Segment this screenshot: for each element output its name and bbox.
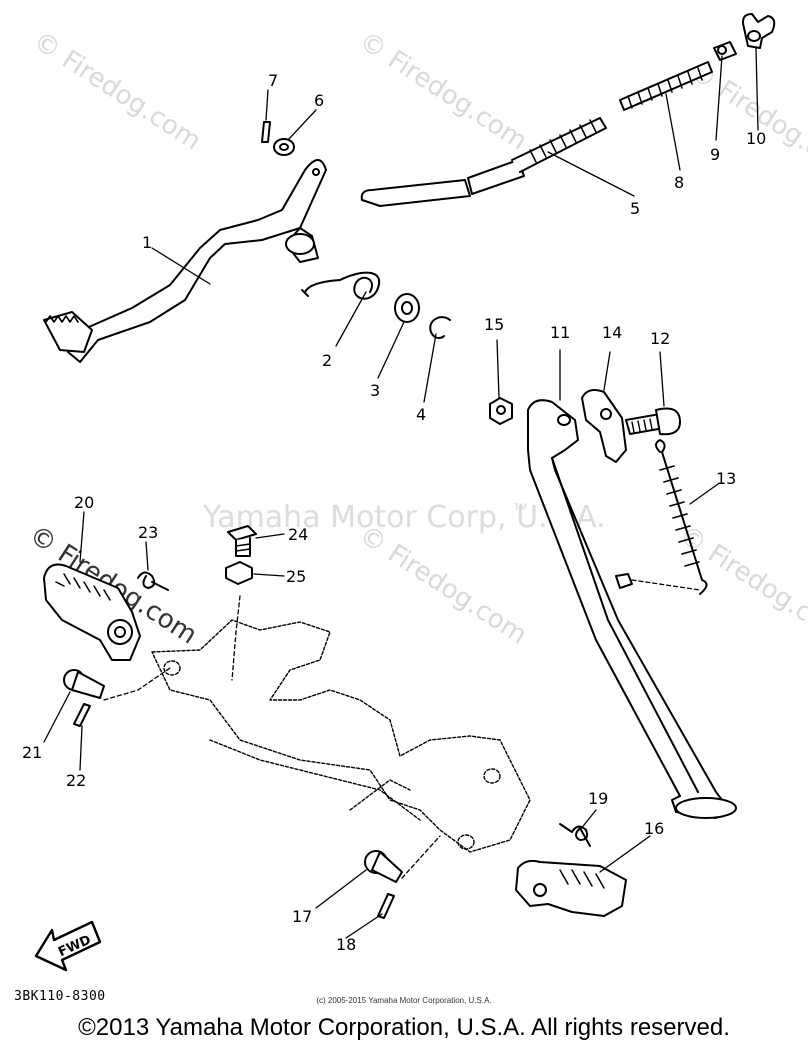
part-25-nut (225, 561, 253, 585)
callout-17: 17 (292, 907, 312, 926)
callout-6: 6 (314, 91, 324, 110)
callout-11: 11 (550, 323, 570, 342)
part-22-cotter-pin (73, 703, 91, 727)
part-17-footrest-pin (364, 850, 403, 883)
leader-lines (43, 47, 759, 939)
callout-13: 13 (716, 469, 736, 488)
part-15-nut (489, 397, 513, 425)
part-12-bolt (625, 407, 681, 436)
callout-8: 8 (674, 173, 684, 192)
callout-23: 23 (138, 523, 158, 542)
part-5-brake-rod (360, 117, 607, 207)
callout-14: 14 (602, 323, 622, 342)
part-13-stand-spring (655, 439, 708, 595)
part-2-return-spring (301, 271, 381, 300)
watermark-tm: TM (514, 502, 527, 512)
part-9-joint (713, 41, 737, 61)
callout-19: 19 (588, 789, 608, 808)
callout-25: 25 (286, 567, 306, 586)
part-16-footrest (515, 859, 627, 917)
callout-3: 3 (370, 381, 380, 400)
diagram-part-number: 3BK110-8300 (14, 989, 106, 1004)
callout-2: 2 (322, 351, 332, 370)
part-3-washer (394, 293, 420, 323)
copyright-notice: ©2013 Yamaha Motor Corporation, U.S.A. A… (78, 1014, 730, 1041)
callout-5: 5 (630, 199, 640, 218)
callout-15: 15 (484, 315, 504, 334)
small-copyright: (c) 2005-2015 Yamaha Motor Corporation, … (316, 996, 492, 1005)
callout-10: 10 (746, 129, 766, 148)
callout-1: 1 (142, 233, 152, 252)
part-8-rod-spring (619, 61, 713, 111)
callout-16: 16 (644, 819, 664, 838)
callout-18: 18 (336, 935, 356, 954)
callout-24: 24 (288, 525, 308, 544)
part-1-brake-pedal (43, 159, 327, 363)
frame-outline (151, 619, 531, 853)
callout-7: 7 (268, 71, 278, 90)
callout-4: 4 (416, 405, 426, 424)
callout-9: 9 (710, 145, 720, 164)
part-24-bolt (227, 525, 257, 557)
part-19-footrest-spring (559, 823, 591, 847)
part-4-circlip (429, 316, 451, 339)
part-6-washer (273, 138, 295, 156)
part-14-bracket (581, 389, 627, 463)
callout-12: 12 (650, 329, 670, 348)
part-7-pin (261, 121, 271, 143)
part-10-adjusting-nut (742, 13, 776, 49)
part-21-footrest-pin (63, 669, 105, 699)
fwd-arrow-icon (34, 920, 102, 972)
callout-21: 21 (22, 743, 42, 762)
part-18-cotter-pin (377, 893, 395, 919)
watermark-yamaha: Yamaha Motor Corp, U.S.A. (203, 500, 606, 535)
part-23-footrest-spring (137, 571, 169, 591)
part-11-sidestand (527, 399, 737, 819)
callout-22: 22 (66, 771, 86, 790)
callout-numbers: 1 2 3 4 5 6 7 8 9 10 11 12 13 14 15 16 1… (22, 71, 766, 954)
callout-20: 20 (74, 493, 94, 512)
part-20-footrest (43, 563, 141, 661)
